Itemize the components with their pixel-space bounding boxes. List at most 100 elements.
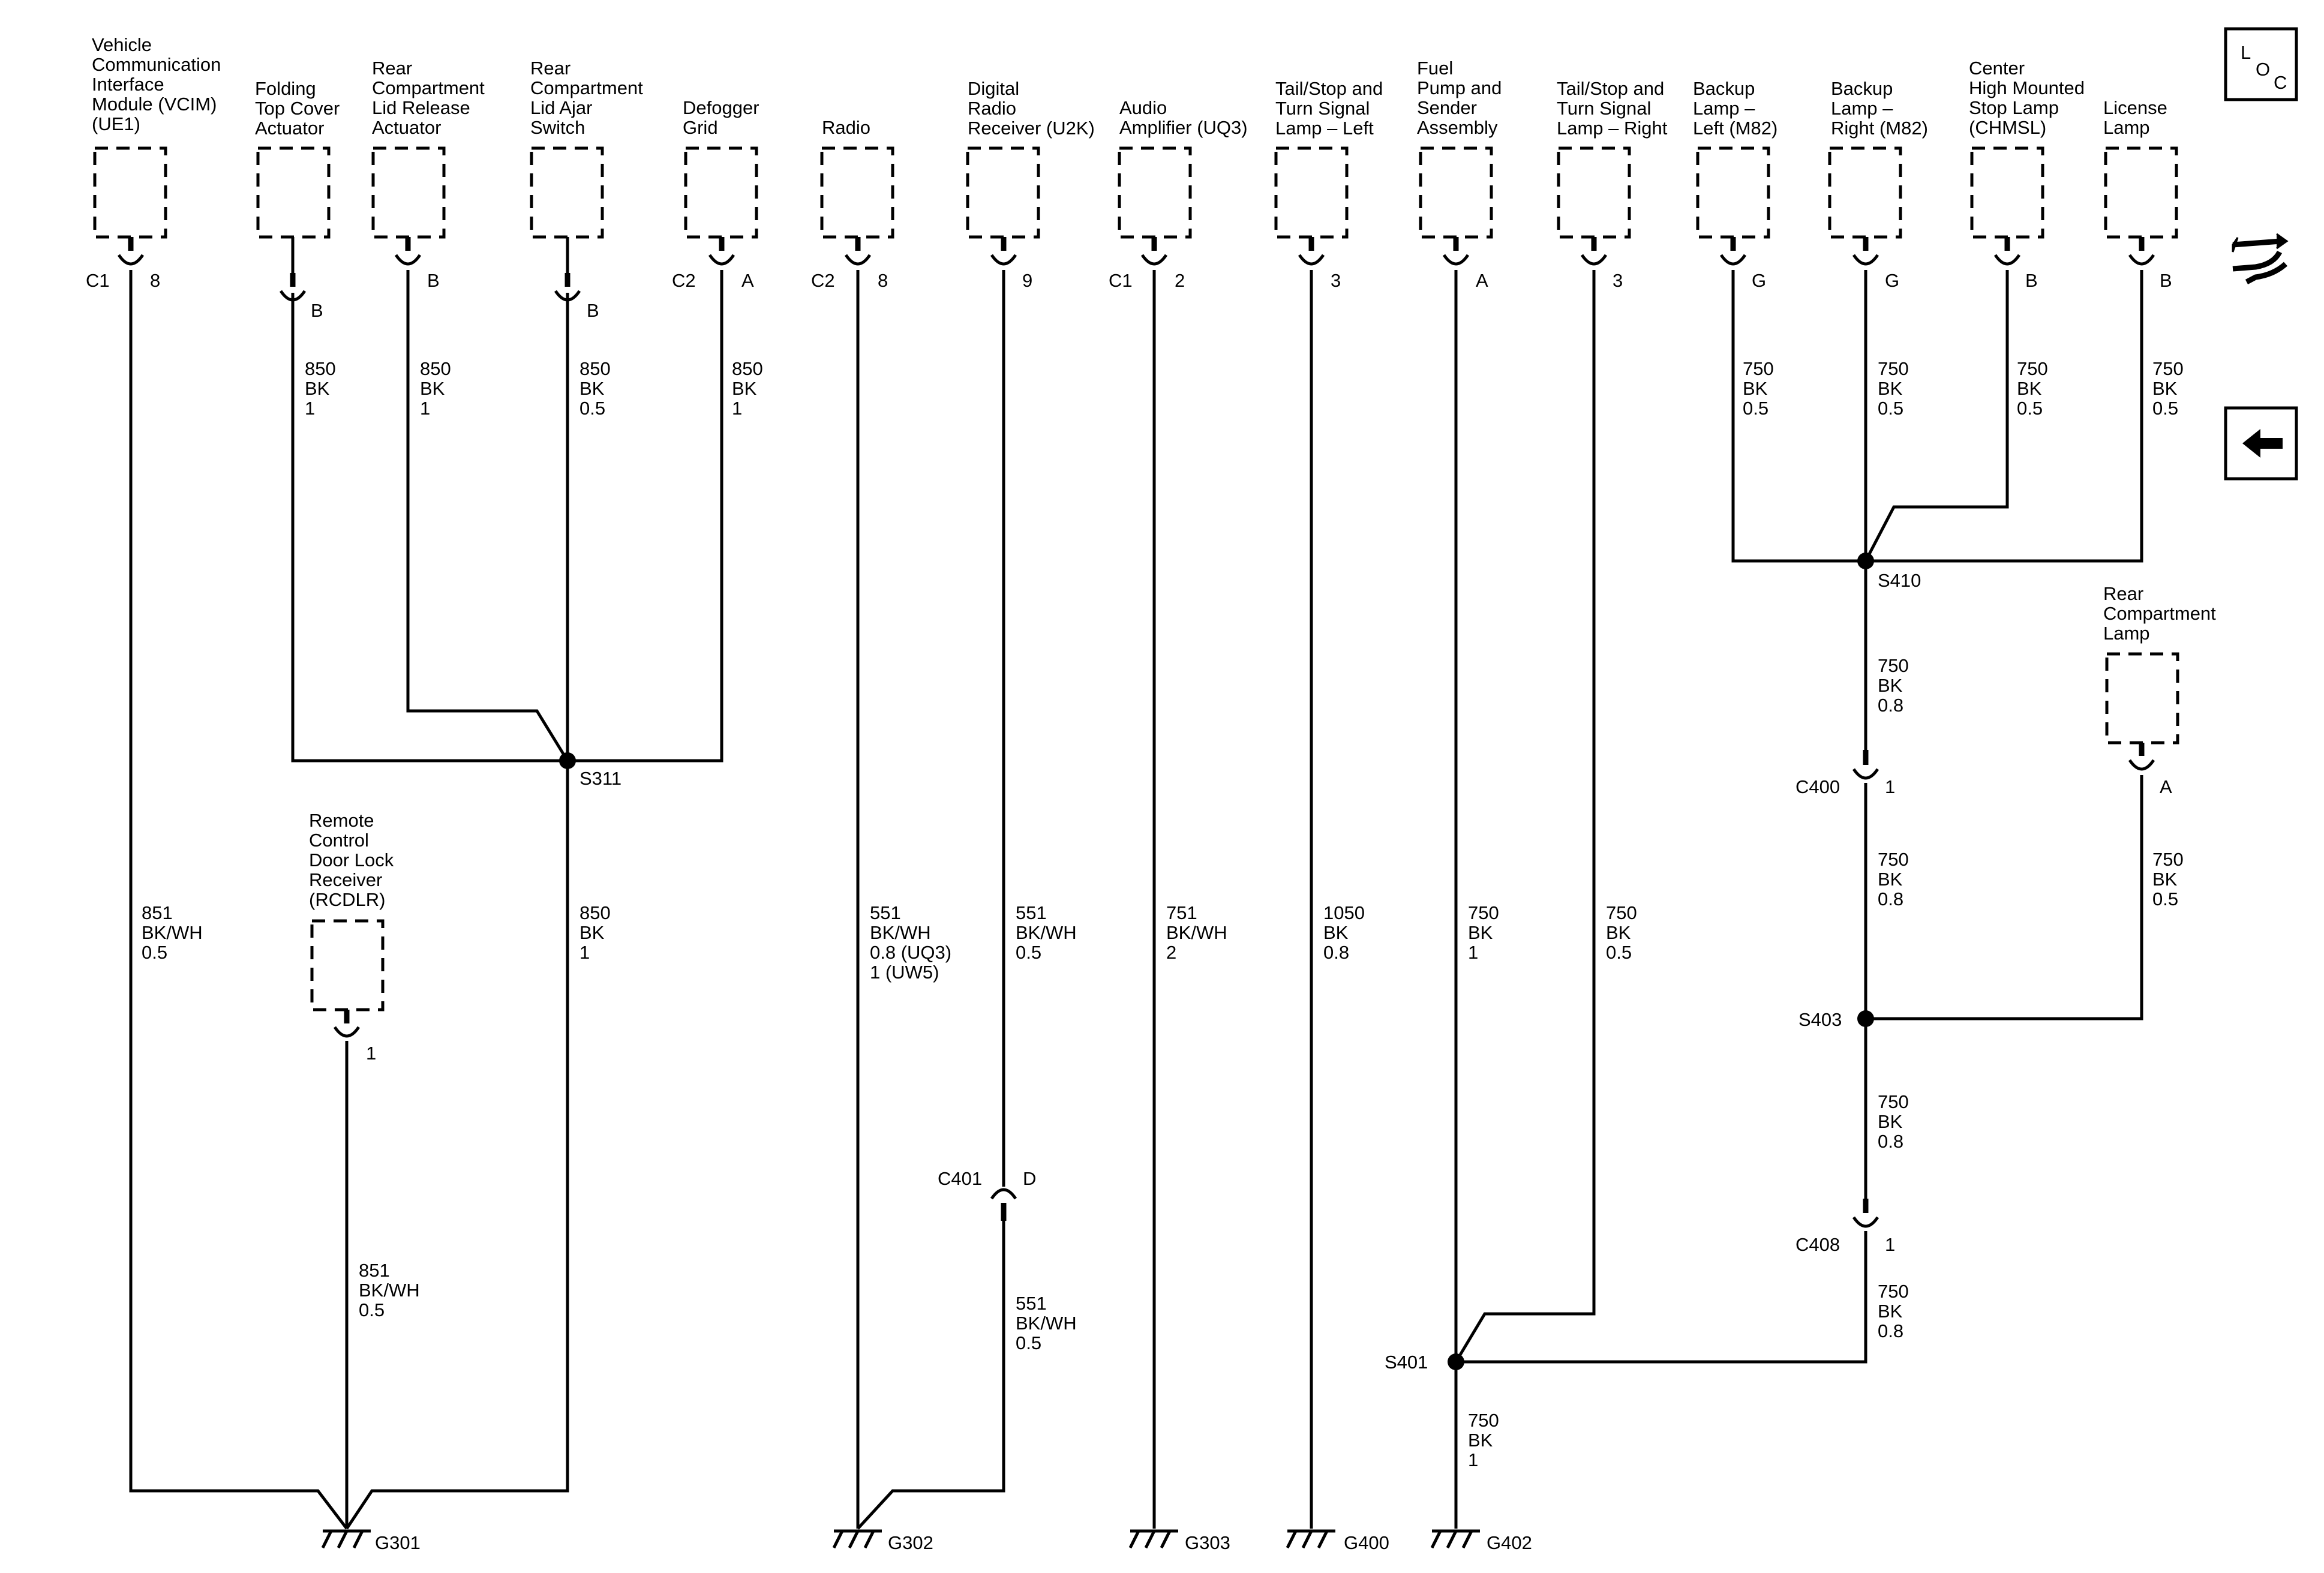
tsr-wire: [1454, 270, 1596, 1363]
amp-pin-cup: [1140, 254, 1168, 266]
g302-label: G302: [888, 1532, 933, 1553]
s311-label: S311: [580, 768, 621, 789]
g303-symbol: [1128, 1529, 1178, 1549]
tsr-box: [1557, 146, 1631, 239]
chmsl-box: [1970, 146, 2044, 239]
rcdlr-box: [310, 919, 385, 1011]
radio-connector-label: C2: [811, 270, 835, 291]
rcl-box: [2105, 652, 2179, 745]
tsl-pin-cup: [1298, 254, 1325, 266]
rclr-box: [371, 146, 446, 239]
defog-wire: [568, 270, 723, 763]
g400-symbol: [1286, 1529, 1335, 1549]
defog-connector-label: C2: [672, 270, 696, 291]
rcl-wire: [1866, 775, 2143, 1020]
c408-pin-label: 1: [1885, 1234, 1895, 1255]
wires: [129, 270, 2143, 1530]
folding-box: [256, 146, 331, 239]
c400-pin-label: 1: [1885, 776, 1895, 797]
rcl-pin-cup: [2128, 759, 2155, 771]
folding-wire: [291, 293, 568, 763]
c408-cup: [1852, 1216, 1879, 1228]
drr-lower-wire: [857, 1221, 1005, 1530]
bul-box: [1696, 146, 1770, 239]
fuel-pin-cup: [1442, 254, 1470, 266]
folding-pin-label: B: [311, 300, 323, 321]
bur-pin-cup: [1852, 254, 1879, 266]
c401-pin-label: D: [1023, 1168, 1036, 1189]
connector-end-view-button[interactable]: [2226, 219, 2296, 290]
g402-label: G402: [1487, 1532, 1532, 1553]
back-button[interactable]: [2224, 406, 2298, 481]
back-button-frame: [2224, 406, 2298, 481]
bul-pin-cup: [1719, 254, 1747, 266]
drr-pin-cup: [990, 254, 1017, 266]
fuel-box: [1419, 146, 1493, 239]
radio-pin-label: 8: [878, 270, 888, 291]
tsl-pin-label: 3: [1331, 270, 1341, 291]
tsr-pin-cup: [1580, 254, 1608, 266]
defog-pin-label: A: [741, 270, 754, 291]
location-view-button[interactable]: L O C: [2224, 27, 2298, 101]
loc-letter-o: O: [2256, 59, 2270, 80]
loc-letter-l: L: [2241, 42, 2251, 63]
radio-title: Radio: [822, 117, 870, 138]
drr-pin-label: 9: [1022, 270, 1032, 291]
g301-label: G301: [375, 1532, 421, 1553]
bul-wire: [1731, 270, 1866, 563]
s311-g301-wire: [345, 761, 569, 1530]
amp-pin-label: 2: [1175, 270, 1185, 291]
drr-box: [966, 146, 1040, 239]
bul-pin-label: G: [1752, 270, 1766, 291]
connector-end-view-icon: [2232, 233, 2289, 284]
s410-label: S410: [1878, 570, 1921, 591]
ground-labels: G301 G302 G303 G400 G402: [375, 1532, 1532, 1553]
s401-dot: [1448, 1353, 1464, 1370]
rcdlr-pin-cup: [333, 1026, 361, 1038]
pin-terminals: [117, 237, 2155, 1228]
ground-symbols: [321, 1529, 1480, 1549]
lic-pin-label: B: [2160, 270, 2172, 291]
vcim-box: [93, 146, 167, 239]
back-arrow-icon: [2242, 429, 2283, 458]
fuel-pin-label: A: [1476, 270, 1488, 291]
vcim-pin-cup: [117, 254, 145, 266]
lic-pin-cup: [2128, 254, 2155, 266]
radio-box: [820, 146, 894, 239]
defog-pin-cup: [708, 254, 735, 266]
g400-label: G400: [1344, 1532, 1389, 1553]
s311-dot: [559, 752, 576, 769]
vcim-connector-label: C1: [86, 270, 110, 291]
c408-name-label: C408: [1795, 1234, 1840, 1255]
rclr-pin-cup: [394, 254, 422, 266]
vcim-wire: [129, 270, 348, 1530]
lic-wire: [1866, 270, 2143, 563]
rclas-pin-cup: [554, 290, 581, 302]
